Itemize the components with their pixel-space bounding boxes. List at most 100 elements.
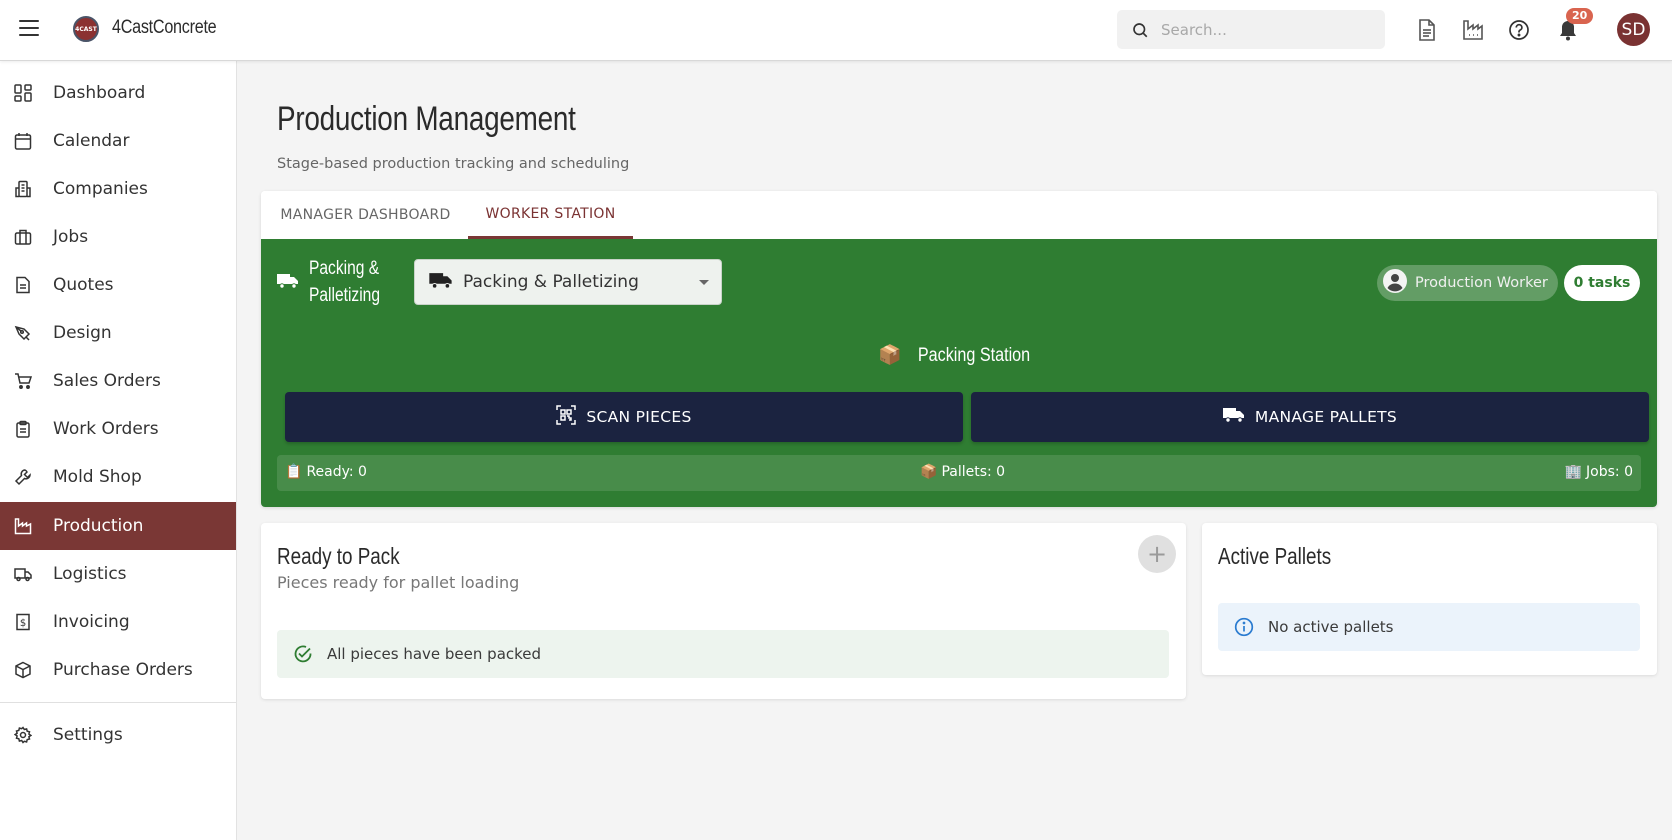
sidebar-item-label: Calendar — [53, 131, 130, 151]
worker-role-chip: Production Worker — [1377, 265, 1558, 301]
sidebar-item-label: Quotes — [53, 275, 114, 295]
stat-jobs-value: Jobs: 0 — [1586, 464, 1633, 480]
document-icon — [13, 275, 33, 295]
sidebar-item-mold-shop[interactable]: Mold Shop — [0, 453, 236, 501]
menu-icon[interactable] — [19, 20, 39, 36]
scan-pieces-button[interactable]: SCAN PIECES — [285, 392, 963, 442]
sidebar-item-label: Invoicing — [53, 612, 130, 632]
sidebar-item-label: Work Orders — [53, 419, 159, 439]
sidebar-item-label: Design — [53, 323, 112, 343]
sidebar-item-companies[interactable]: Companies — [0, 165, 236, 213]
document-icon[interactable] — [1414, 17, 1440, 43]
sidebar-item-label: Sales Orders — [53, 371, 161, 391]
sidebar-item-label: Settings — [53, 725, 123, 745]
svg-text:$: $ — [20, 618, 26, 629]
stat-pallets-value: Pallets: 0 — [941, 464, 1006, 480]
check-circle-icon — [293, 644, 313, 664]
manage-pallets-label: MANAGE PALLETS — [1254, 408, 1398, 426]
sidebar-item-label: Purchase Orders — [53, 660, 193, 680]
sidebar-item-production[interactable]: Production — [0, 502, 236, 550]
manage-pallets-button[interactable]: MANAGE PALLETS — [971, 392, 1649, 442]
truck-icon — [13, 564, 33, 584]
search-box[interactable] — [1117, 10, 1385, 49]
factory-icon[interactable] — [1460, 17, 1486, 43]
notifications-bell-icon[interactable] — [1555, 17, 1581, 43]
page-title: Production Management — [277, 100, 576, 138]
ready-to-pack-card: Ready to Pack Pieces ready for pallet lo… — [261, 523, 1186, 699]
person-icon — [1383, 269, 1407, 297]
station-name: Packing & Palletizing — [309, 258, 381, 306]
scan-pieces-label: SCAN PIECES — [586, 408, 692, 426]
sidebar-item-label: Production — [53, 516, 144, 536]
info-message: No active pallets — [1268, 618, 1394, 636]
pen-tool-icon — [13, 323, 33, 343]
wrench-icon — [13, 467, 33, 487]
companies-icon — [13, 179, 33, 199]
top-bar: 4CAST 4CastConcrete 20 SD — [0, 0, 1672, 61]
truck-icon — [277, 273, 299, 293]
user-avatar[interactable]: SD — [1617, 13, 1650, 46]
sidebar-item-dashboard[interactable]: Dashboard — [0, 69, 236, 117]
invoice-icon: $ — [13, 612, 33, 632]
tasks-count-chip: 0 tasks — [1564, 265, 1640, 301]
sidebar: Dashboard Calendar Companies Jobs Quotes… — [0, 61, 237, 840]
notification-badge: 20 — [1566, 8, 1594, 24]
sidebar-item-sales-orders[interactable]: Sales Orders — [0, 357, 236, 405]
dashboard-icon — [13, 83, 33, 103]
sidebar-item-jobs[interactable]: Jobs — [0, 213, 236, 261]
sidebar-item-logistics[interactable]: Logistics — [0, 550, 236, 598]
sidebar-item-design[interactable]: Design — [0, 309, 236, 357]
worker-role-label: Production Worker — [1415, 275, 1548, 291]
sidebar-item-label: Mold Shop — [53, 467, 142, 487]
search-icon — [1133, 22, 1148, 37]
info-alert: No active pallets — [1218, 603, 1640, 651]
ready-to-pack-subtitle: Pieces ready for pallet loading — [277, 573, 520, 592]
stat-ready: 📋 Ready: 0 — [285, 464, 367, 480]
tab-bar: MANAGER DASHBOARD WORKER STATION — [261, 191, 1657, 239]
cart-icon — [13, 371, 33, 391]
truck-icon — [1222, 407, 1245, 427]
station-stats-bar: 📋 Ready: 0 📦 Pallets: 0 🏢 Jobs: 0 — [277, 455, 1641, 491]
info-icon — [1234, 617, 1254, 637]
worker-station-panel: Packing & Palletizing Packing & Palletiz… — [261, 239, 1657, 507]
package-icon: 📦 — [920, 464, 938, 480]
sidebar-item-calendar[interactable]: Calendar — [0, 117, 236, 165]
sidebar-item-quotes[interactable]: Quotes — [0, 261, 236, 309]
sidebar-item-label: Dashboard — [53, 83, 146, 103]
help-icon[interactable] — [1506, 17, 1532, 43]
sidebar-item-invoicing[interactable]: $ Invoicing — [0, 598, 236, 646]
sidebar-divider — [0, 702, 236, 703]
search-input[interactable] — [1161, 20, 1361, 39]
brand-logo: 4CAST — [73, 16, 99, 42]
production-panel: MANAGER DASHBOARD WORKER STATION Packing… — [261, 191, 1657, 507]
active-pallets-title: Active Pallets — [1218, 543, 1332, 569]
stat-pallets: 📦 Pallets: 0 — [920, 464, 1005, 480]
sidebar-item-label: Companies — [53, 179, 148, 199]
package-icon: 📦 — [878, 344, 902, 366]
stat-jobs: 🏢 Jobs: 0 — [1565, 464, 1633, 480]
sidebar-item-work-orders[interactable]: Work Orders — [0, 405, 236, 453]
sidebar-item-settings[interactable]: Settings — [0, 711, 236, 759]
building-icon: 🏢 — [1564, 464, 1583, 480]
gear-icon — [13, 725, 33, 745]
box-icon — [13, 660, 33, 680]
tab-worker-station[interactable]: WORKER STATION — [468, 191, 633, 239]
ready-to-pack-title: Ready to Pack — [277, 543, 400, 569]
calendar-icon — [13, 131, 33, 151]
stage-select[interactable]: Packing & Palletizing — [414, 259, 722, 305]
page-subtitle: Stage-based production tracking and sche… — [277, 156, 630, 172]
clipboard-icon — [13, 419, 33, 439]
add-button[interactable]: + — [1138, 535, 1176, 573]
factory-icon — [13, 516, 33, 536]
sidebar-item-label: Jobs — [53, 227, 89, 247]
station-title: 📦 Packing Station — [261, 343, 1657, 367]
success-message: All pieces have been packed — [327, 645, 542, 663]
sidebar-item-purchase-orders[interactable]: Purchase Orders — [0, 646, 236, 694]
chevron-down-icon — [699, 280, 709, 285]
tab-manager-dashboard[interactable]: MANAGER DASHBOARD — [280, 207, 451, 223]
sidebar-item-label: Logistics — [53, 564, 127, 584]
active-pallets-card: Active Pallets No active pallets — [1202, 523, 1657, 675]
truck-icon — [429, 272, 453, 293]
clipboard-icon: 📋 — [285, 464, 303, 480]
stat-ready-value: Ready: 0 — [306, 464, 367, 480]
